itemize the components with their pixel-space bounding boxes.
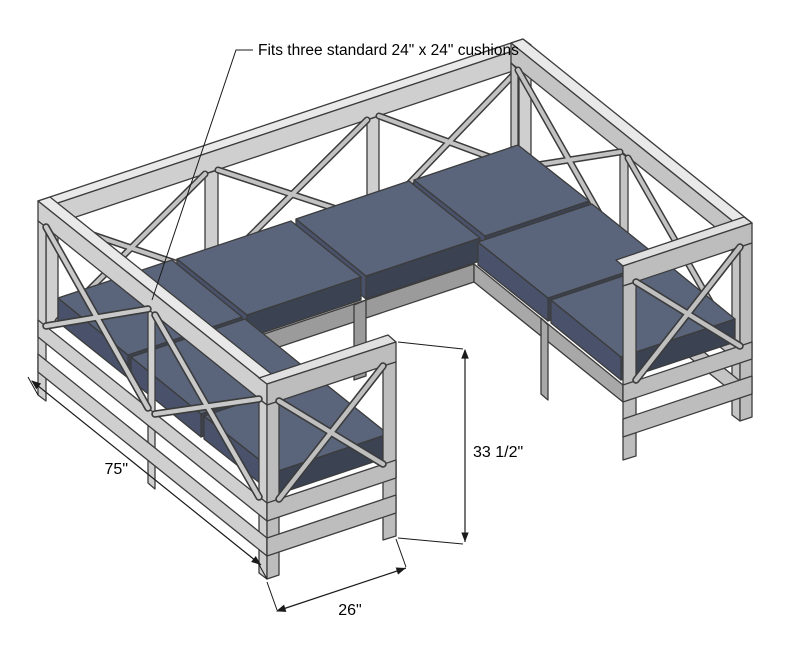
- dimension-height: 33 1/2": [397, 341, 523, 545]
- extension-line: [395, 538, 407, 568]
- end-seat-rail: [266, 459, 397, 522]
- extension-line: [266, 581, 278, 611]
- cushion-top: [176, 220, 362, 316]
- cushion: [550, 261, 736, 381]
- cushion-top: [413, 144, 590, 237]
- extension-line: [397, 341, 464, 350]
- extension-line: [27, 376, 39, 396]
- dimension-side-length: 75": [27, 376, 268, 580]
- dim-height-label: 33 1/2": [473, 444, 523, 461]
- dim-26-label: 26": [338, 602, 361, 619]
- annotation-leader-line: [151, 49, 253, 301]
- end-bottom-rail: [622, 375, 753, 438]
- dim-75-label: 75": [105, 461, 128, 478]
- extension-line: [397, 537, 464, 545]
- cushion-top: [295, 180, 481, 277]
- dimension-line: [31, 380, 262, 566]
- end-seat-rail: [622, 341, 753, 403]
- annotation-text: Fits three standard 24" x 24" cushions: [258, 42, 519, 59]
- x-brace-icon: [43, 224, 151, 411]
- dimension-arm-width: 26": [266, 538, 407, 619]
- cushion-annotation: Fits three standard 24" x 24" cushions: [151, 42, 519, 301]
- end-bottom-rail: [266, 494, 397, 557]
- left-arm-end-panel: [258, 334, 397, 580]
- x-brace-icon: [276, 363, 386, 502]
- seat-leg: [540, 317, 549, 401]
- dimension-line: [275, 567, 407, 612]
- right-arm-end-panel: [615, 216, 753, 461]
- x-brace-icon: [633, 244, 743, 383]
